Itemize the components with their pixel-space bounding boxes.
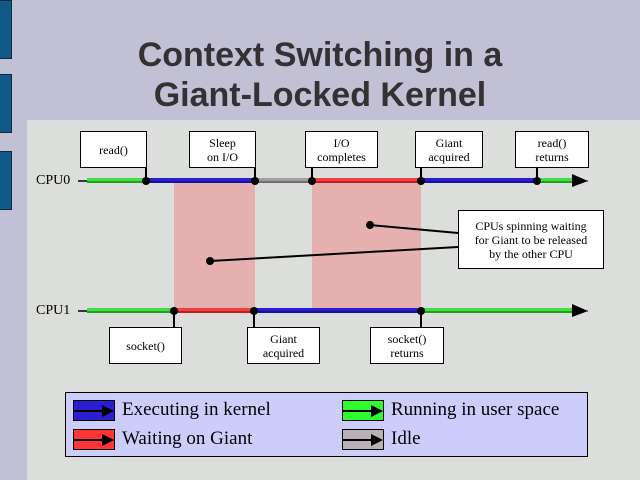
segment-kernel [421,178,537,181]
segment-giant_wait [174,308,254,311]
timeline-arrowhead-icon [572,304,588,317]
cpu0-label: CPU0 [36,173,71,188]
segment-giant_wait-shade [174,311,254,313]
segment-giant_wait-shade [312,181,421,183]
event-dot [170,307,178,315]
segment-giant_wait [312,178,421,181]
spin-region-cpu1 [174,182,255,311]
giant-wait-arrow-icon [73,428,115,450]
event-dot [308,177,316,185]
cpu1-label: CPU1 [36,303,71,318]
event-dot [417,307,425,315]
event-dot [142,177,150,185]
segment-user-shade [87,311,174,313]
user-arrow-icon [342,399,384,421]
segment-user-shade [537,181,572,183]
callout-line-cpu0 [369,224,459,234]
segment-kernel-shade [421,181,537,183]
segment-user-shade [421,311,572,313]
event-box-sleep-on-io: Sleep on I/O [189,131,256,168]
sidebar-decoration-3 [0,151,12,210]
event-dot [533,177,541,185]
event-box-read: read() [80,131,147,168]
event-box-giant-acquired-cpu0: Giant acquired [415,131,483,168]
event-dot [251,177,259,185]
event-dot [250,307,258,315]
legend: Executing in kernel Running in user spac… [65,392,588,457]
segment-kernel [146,178,255,181]
segment-kernel [254,308,421,311]
sidebar-decoration-1 [0,0,12,59]
idle-arrow-icon [342,428,384,450]
event-box-socket-returns: socket() returns [370,327,444,364]
timeline-arrowhead-icon [572,174,588,187]
legend-label-user: Running in user space [391,399,560,420]
segment-idle [255,178,312,181]
spinning-annotation-box: CPUs spinning waiting for Giant to be re… [458,210,604,269]
sidebar-decoration-2 [0,74,12,133]
legend-label-giant-wait: Waiting on Giant [122,428,253,449]
segment-idle-shade [255,181,312,183]
segment-user [87,308,174,311]
legend-item-giant-wait: Waiting on Giant [73,428,252,450]
callout-dot-cpu0 [366,221,374,229]
segment-user [421,308,572,311]
segment-kernel-shade [254,311,421,313]
event-box-io-completes: I/O completes [305,131,378,168]
slide-title: Context Switching in a Giant-Locked Kern… [0,35,640,115]
slide-title-line-2: Giant-Locked Kernel [153,76,487,114]
event-box-giant-acquired-cpu1: Giant acquired [247,327,320,364]
segment-user-shade [87,181,146,183]
kernel-arrow-icon [73,399,115,421]
legend-label-idle: Idle [391,428,421,449]
spin-region-cpu0 [312,182,421,311]
event-dot [417,177,425,185]
legend-item-idle: Idle [342,428,421,450]
event-box-read-returns: read() returns [515,131,589,168]
event-box-socket: socket() [109,327,182,364]
legend-item-user: Running in user space [342,399,559,421]
segment-user [87,178,146,181]
segment-user [537,178,572,181]
callout-line-cpu1 [209,246,459,262]
slide-title-line-1: Context Switching in a [137,36,503,74]
segment-kernel-shade [146,181,255,183]
legend-label-kernel: Executing in kernel [122,399,271,420]
legend-item-kernel: Executing in kernel [73,399,271,421]
callout-dot-cpu1 [206,257,214,265]
